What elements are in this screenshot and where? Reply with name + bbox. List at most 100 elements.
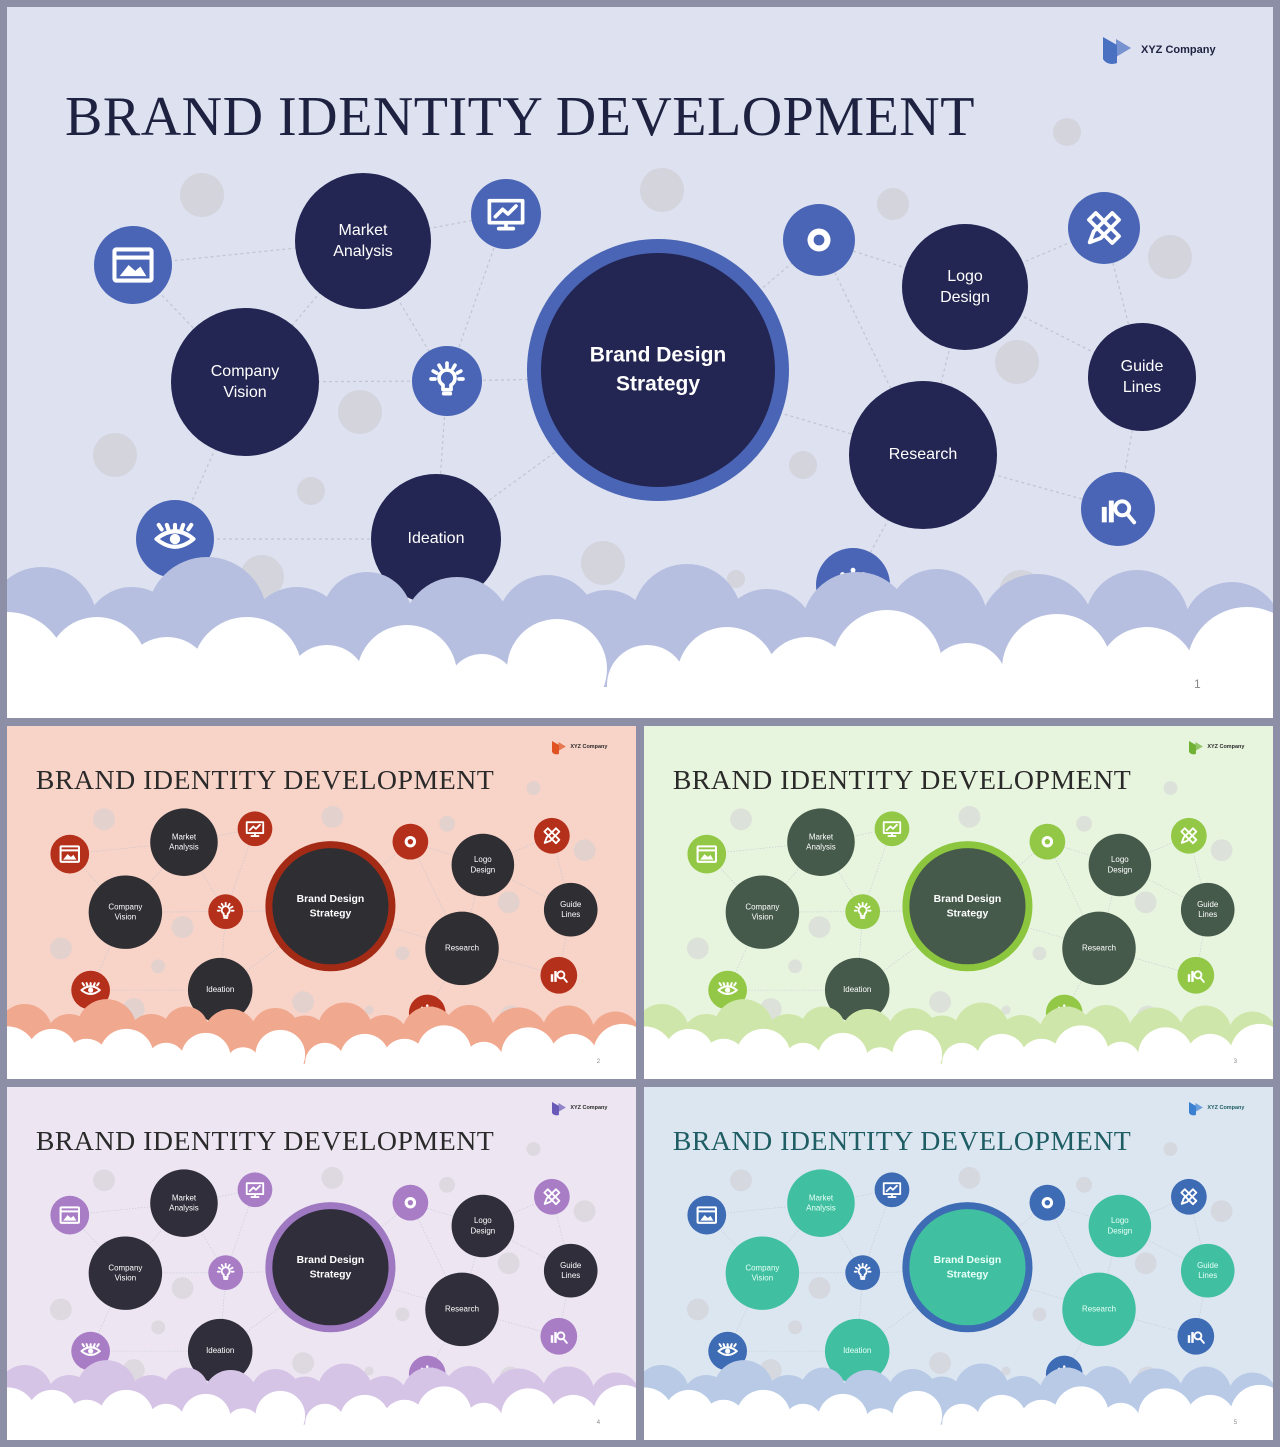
center-label-line1: Brand Design bbox=[297, 894, 365, 905]
decor-bubble bbox=[958, 805, 981, 828]
decor-bubble bbox=[929, 991, 952, 1013]
node-research: Research bbox=[1062, 911, 1136, 986]
connector-line bbox=[1195, 1270, 1209, 1337]
decor-bubble bbox=[877, 188, 909, 220]
slide-title: BRAND IDENTITY DEVELOPMENT bbox=[35, 1125, 495, 1157]
node-label-line2: Lines bbox=[561, 1271, 580, 1280]
decor-bubble bbox=[180, 173, 224, 217]
node-label-line2: Design bbox=[470, 866, 495, 875]
decor-bubble bbox=[395, 946, 410, 961]
decor-bubble bbox=[321, 805, 344, 828]
node-label-line2: Analysis bbox=[169, 843, 199, 852]
company-name: XYZ Company bbox=[570, 744, 608, 751]
page-number: 3 bbox=[1233, 1058, 1238, 1065]
center-label-line2: Strategy bbox=[310, 1269, 352, 1280]
node-label: Ideation bbox=[206, 1346, 234, 1355]
front-clouds bbox=[644, 1384, 1273, 1440]
front-clouds bbox=[644, 1023, 1273, 1079]
decor-bubble bbox=[1001, 1366, 1011, 1376]
connector-line bbox=[727, 912, 763, 991]
monitor-chart-icon bbox=[237, 1172, 273, 1208]
decor-bubble bbox=[497, 1252, 520, 1275]
company-name: XYZ Company bbox=[570, 1105, 608, 1112]
decor-bubble bbox=[730, 808, 752, 831]
decor-bubble bbox=[49, 937, 72, 960]
target-icon bbox=[1029, 1184, 1066, 1221]
brand-diagram: Brand DesignStrategyMarketAnalysisCompan… bbox=[7, 1087, 636, 1440]
decor-bubble bbox=[1210, 1200, 1233, 1223]
node-label-line1: Logo bbox=[1111, 1216, 1129, 1225]
node-ideation: Ideation bbox=[824, 1318, 890, 1384]
decor-bubble bbox=[958, 1166, 981, 1189]
image-icon bbox=[50, 834, 90, 874]
decor-bubble bbox=[929, 1352, 952, 1374]
decor-bubble bbox=[1032, 946, 1047, 961]
decor-bubble bbox=[730, 1169, 752, 1192]
node-label-line2: Lines bbox=[561, 910, 580, 919]
decor-bubble bbox=[995, 340, 1039, 384]
decor-bubble bbox=[808, 916, 831, 938]
decor-bubble bbox=[727, 570, 745, 588]
node-research: Research bbox=[425, 1272, 499, 1347]
node-label-line2: Analysis bbox=[169, 1204, 199, 1213]
decor-bubble bbox=[1163, 1142, 1178, 1157]
node-label-line2: Analysis bbox=[806, 1204, 836, 1213]
center-label-line1: Brand Design bbox=[934, 1255, 1002, 1266]
pencil-ruler-icon bbox=[1170, 817, 1207, 854]
chart-search-icon bbox=[540, 956, 578, 994]
node-label: Research bbox=[445, 1305, 479, 1314]
node-label-line2: Vision bbox=[752, 1274, 773, 1283]
connector-line bbox=[174, 381, 246, 540]
decor-bubble bbox=[93, 808, 115, 831]
connector-line bbox=[1195, 909, 1209, 976]
decor-bubble bbox=[321, 1166, 344, 1189]
center-label-line2: Strategy bbox=[616, 373, 700, 396]
brand-diagram: Brand DesignStrategyMarketAnalysisCompan… bbox=[644, 726, 1273, 1079]
connector-line bbox=[558, 1270, 572, 1337]
node-label-line2: Design bbox=[940, 289, 990, 306]
decor-bubbles bbox=[49, 781, 596, 1028]
chart-search-icon bbox=[1081, 472, 1155, 546]
monitor-chart-icon bbox=[874, 811, 910, 847]
pencil-ruler-icon bbox=[1170, 1178, 1207, 1215]
node-label: Ideation bbox=[843, 1346, 871, 1355]
chart-search-icon bbox=[540, 1317, 578, 1355]
node-label: Research bbox=[889, 446, 957, 463]
monitor-chart-icon bbox=[874, 1172, 910, 1208]
node-label-line1: Guide bbox=[560, 1261, 582, 1270]
center-circle bbox=[909, 848, 1026, 965]
node-label-line1: Logo bbox=[1111, 855, 1129, 864]
logo-mark-icon bbox=[551, 1101, 566, 1116]
company-name: XYZ Company bbox=[1207, 1105, 1245, 1112]
node-label-line2: Analysis bbox=[333, 243, 393, 260]
logo-mark-icon bbox=[1103, 37, 1131, 64]
node-ideation: Ideation bbox=[371, 474, 501, 604]
lightbulb-icon bbox=[208, 894, 244, 930]
decor-bubble bbox=[49, 1298, 72, 1321]
center-circle bbox=[909, 1209, 1026, 1326]
node-label-line1: Company bbox=[108, 902, 142, 911]
node-label-line2: Vision bbox=[115, 1274, 136, 1283]
node-label-line2: Design bbox=[1107, 1227, 1132, 1236]
company-logo: XYZ Company bbox=[1188, 739, 1244, 756]
node-label-line1: Market bbox=[172, 1193, 197, 1202]
decor-bubble bbox=[526, 1142, 541, 1157]
node-ideation: Ideation bbox=[187, 1318, 253, 1384]
brand-diagram: Brand DesignStrategyMarketAnalysisCompan… bbox=[644, 1087, 1273, 1440]
logo-mark-icon bbox=[1188, 1101, 1203, 1116]
decor-bubble bbox=[93, 1169, 115, 1192]
decor-bubble bbox=[439, 1176, 456, 1193]
